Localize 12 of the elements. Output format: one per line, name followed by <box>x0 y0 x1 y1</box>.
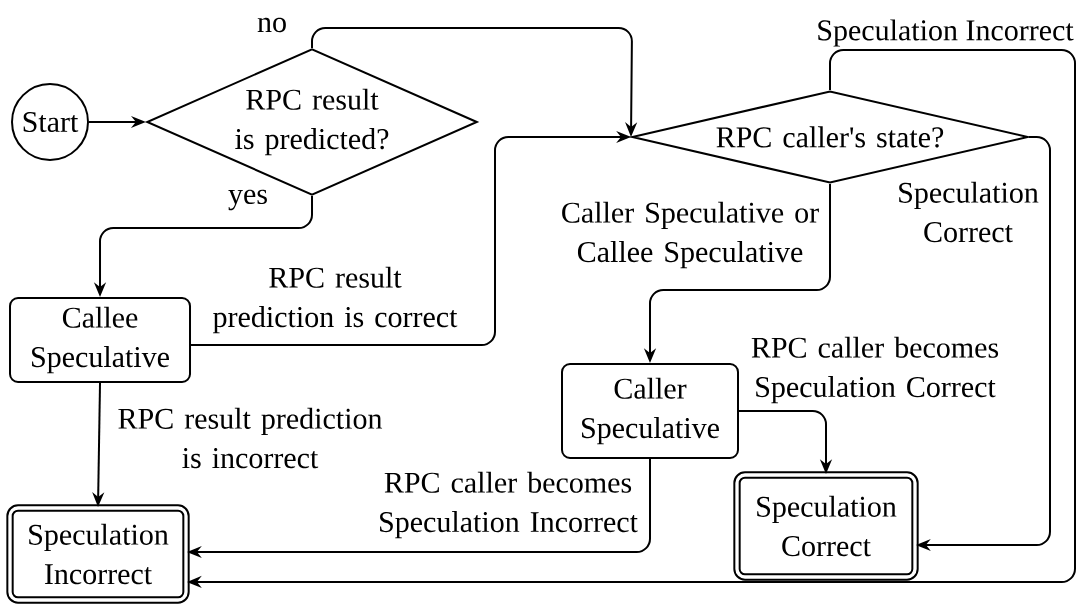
state-box: Callee Speculative <box>9 297 191 383</box>
edge-label: RPC result prediction is incorrect <box>118 407 383 469</box>
state-box: Caller Speculative <box>561 363 739 459</box>
edge-label: no <box>257 17 286 33</box>
final-state-box: Speculation Incorrect <box>6 504 190 604</box>
edge-label: Speculation Incorrect <box>818 19 1074 47</box>
edge-label: Speculation Correct <box>899 181 1039 243</box>
final-state-box: Speculation Correct <box>733 471 919 581</box>
edge-label: RPC result prediction is correct <box>213 266 458 334</box>
edge-label: RPC caller becomes Speculation Incorrect <box>380 471 638 539</box>
edge-label: RPC caller becomes Speculation Correct <box>751 336 999 404</box>
edge-label: Caller Speculative or Callee Speculative <box>562 201 819 269</box>
